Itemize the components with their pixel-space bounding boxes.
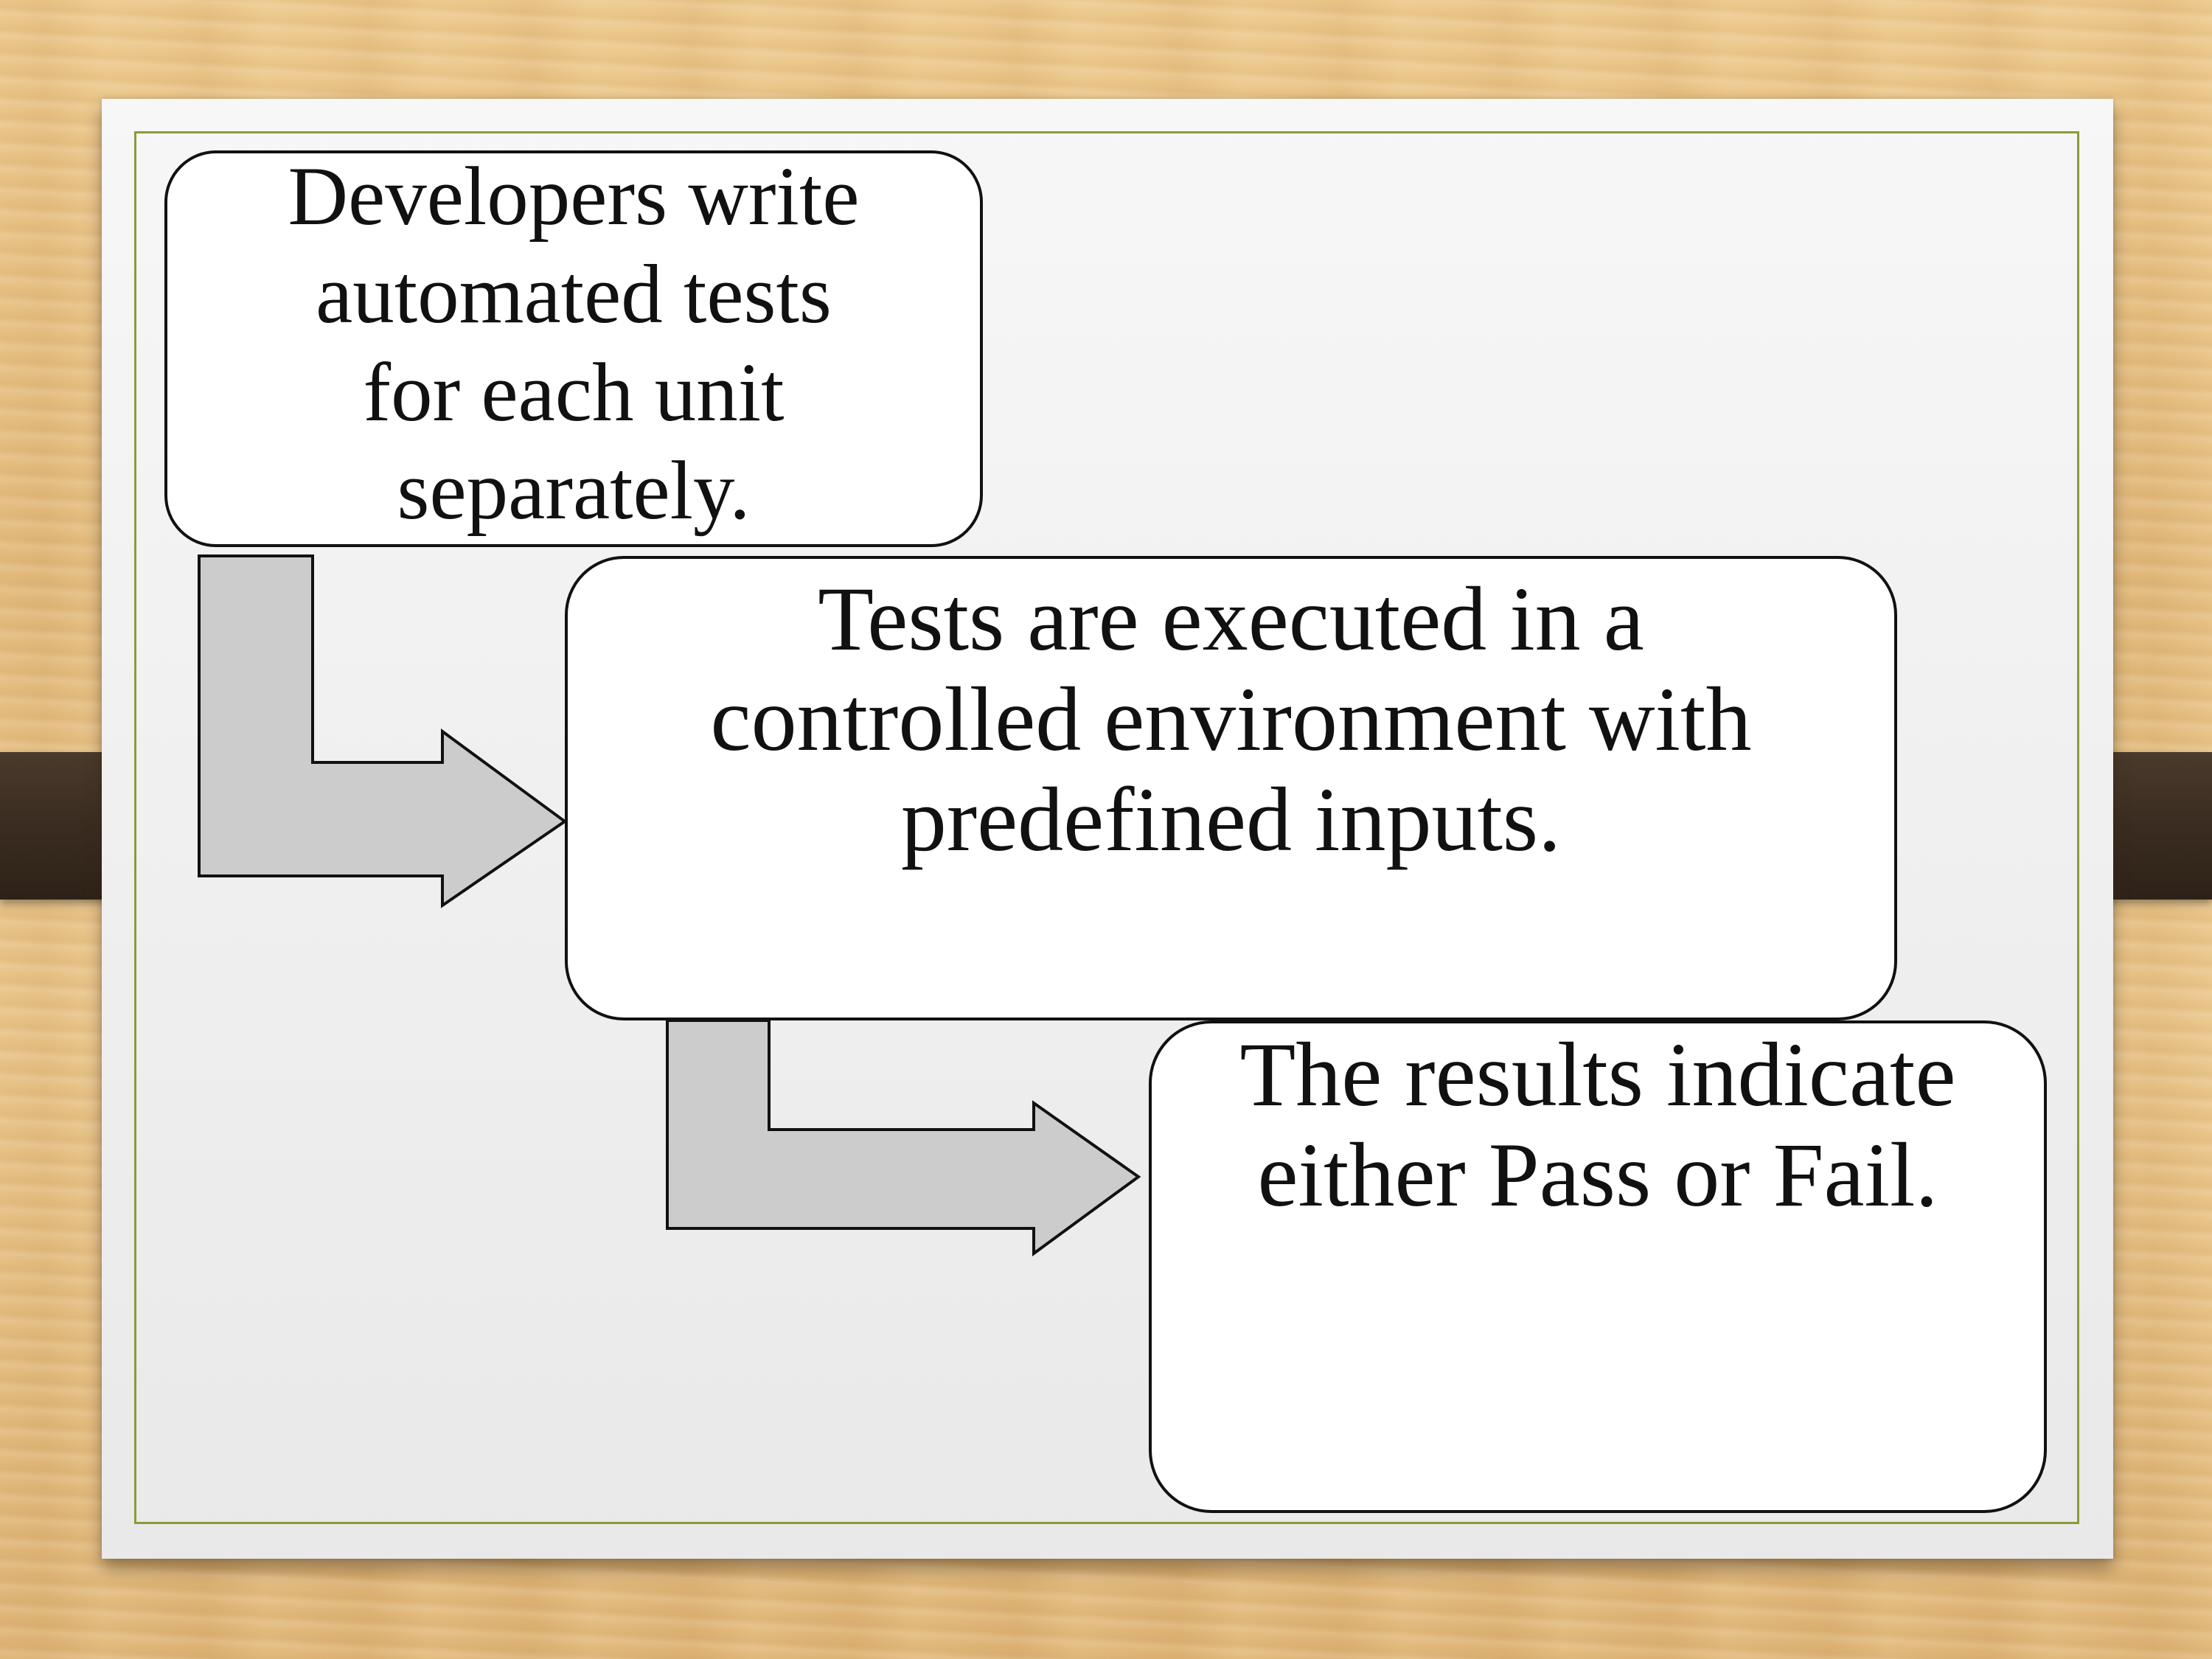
bent-arrow-2 xyxy=(666,1019,1141,1256)
step-text-2: Tests are executed in a controlled envir… xyxy=(710,568,1752,870)
slide-frame xyxy=(134,131,2079,1524)
step-text-3: The results indicate either Pass or Fail… xyxy=(1239,1024,1956,1225)
step-box-1: Developers write automated tests for eac… xyxy=(164,150,983,547)
step-box-3: The results indicate either Pass or Fail… xyxy=(1149,1020,2047,1513)
step-text-1: Developers write automated tests for eac… xyxy=(288,150,860,537)
step-box-2: Tests are executed in a controlled envir… xyxy=(565,556,1897,1020)
bent-arrow-1 xyxy=(198,554,568,908)
